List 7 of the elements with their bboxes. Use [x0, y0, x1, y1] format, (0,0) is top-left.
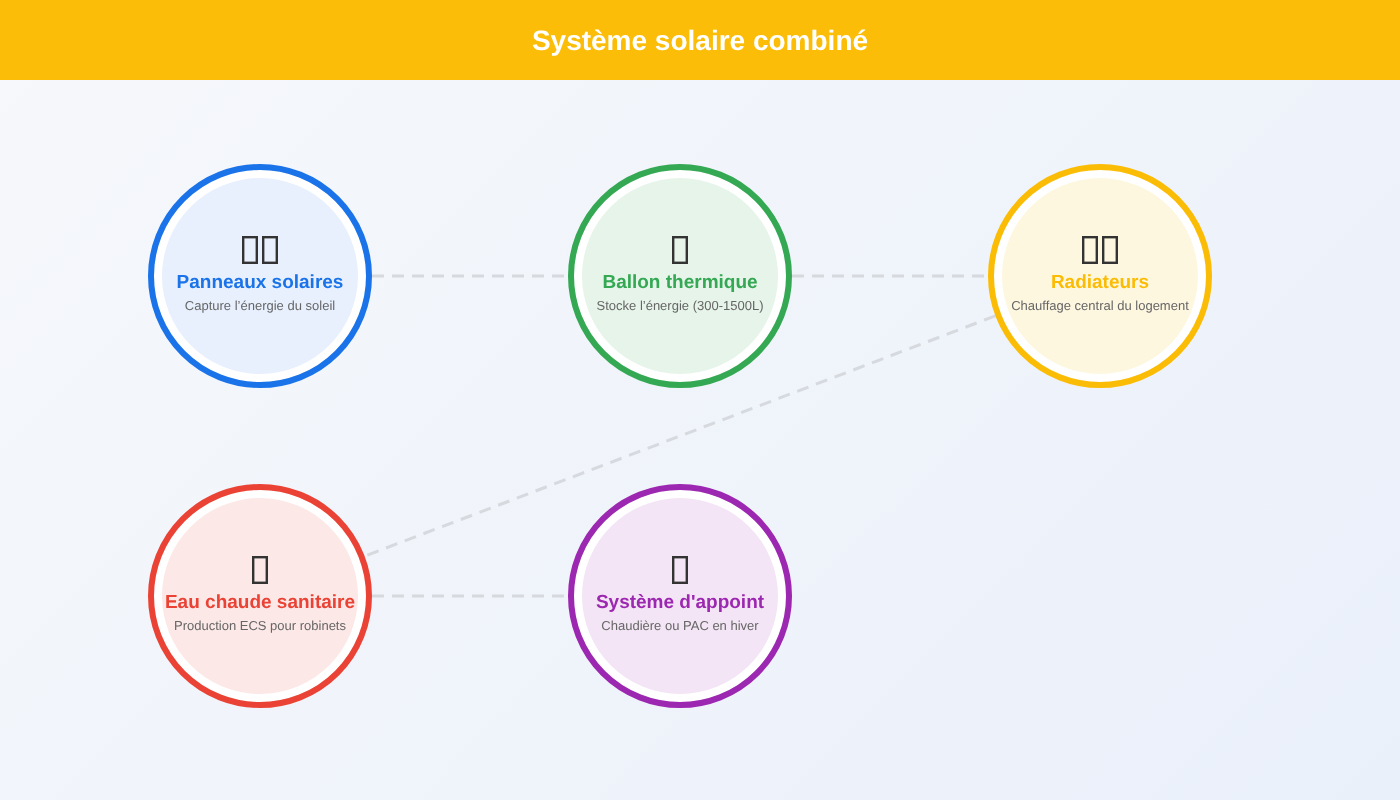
node-title: Système d'appoint [595, 592, 765, 616]
node-title: Radiateurs [1050, 272, 1150, 296]
node-title: Panneaux solaires [176, 272, 344, 296]
node-title: Eau chaude sanitaire [164, 592, 356, 616]
dashed-connector [364, 314, 996, 558]
node-title: Ballon thermique [602, 272, 758, 296]
diagram-title: Système solaire combiné [531, 24, 869, 56]
